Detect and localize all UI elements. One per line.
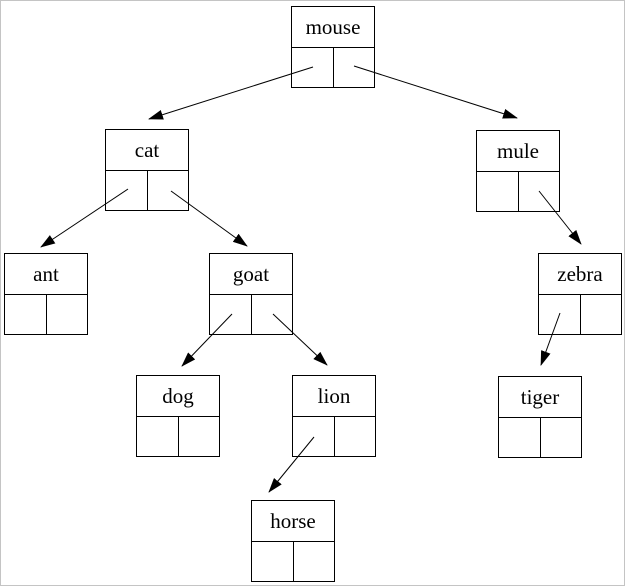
node-lion-pointers (293, 417, 375, 456)
node-zebra-right-pointer (581, 295, 622, 334)
node-ant-label: ant (5, 254, 87, 295)
node-tiger: tiger (498, 376, 582, 458)
node-dog-label: dog (137, 376, 219, 417)
node-goat: goat (209, 253, 293, 335)
node-horse-pointers (252, 542, 334, 581)
node-tiger-label: tiger (499, 377, 581, 418)
edge-mouse-mule (353, 65, 518, 119)
node-mouse-label: mouse (292, 7, 374, 48)
node-ant: ant (4, 253, 88, 335)
node-mule-right-pointer (519, 172, 560, 211)
node-dog-right-pointer (179, 417, 220, 456)
node-mule-left-pointer (477, 172, 519, 211)
node-lion-right-pointer (335, 417, 376, 456)
node-mouse: mouse (291, 6, 375, 88)
node-lion-label: lion (293, 376, 375, 417)
node-goat-pointers (210, 295, 292, 334)
node-cat-right-pointer (148, 171, 189, 210)
node-horse-right-pointer (294, 542, 335, 581)
node-mouse-right-pointer (334, 48, 375, 87)
node-mouse-pointers (292, 48, 374, 87)
node-horse-label: horse (252, 501, 334, 542)
node-goat-right-pointer (252, 295, 293, 334)
node-cat-pointers (106, 171, 188, 210)
node-dog: dog (136, 375, 220, 457)
node-horse-left-pointer (252, 542, 294, 581)
node-tiger-left-pointer (499, 418, 541, 457)
node-zebra-left-pointer (539, 295, 581, 334)
node-lion-left-pointer (293, 417, 335, 456)
node-zebra-label: zebra (539, 254, 621, 295)
edge-mouse-cat (148, 66, 314, 120)
node-ant-right-pointer (47, 295, 88, 334)
node-mule: mule (476, 130, 560, 212)
node-ant-left-pointer (5, 295, 47, 334)
node-ant-pointers (5, 295, 87, 334)
node-goat-left-pointer (210, 295, 252, 334)
node-mule-label: mule (477, 131, 559, 172)
node-zebra-pointers (539, 295, 621, 334)
node-cat-label: cat (106, 130, 188, 171)
node-tiger-right-pointer (541, 418, 582, 457)
node-mouse-left-pointer (292, 48, 334, 87)
node-tiger-pointers (499, 418, 581, 457)
node-dog-left-pointer (137, 417, 179, 456)
node-horse: horse (251, 500, 335, 582)
node-cat: cat (105, 129, 189, 211)
node-lion: lion (292, 375, 376, 457)
node-mule-pointers (477, 172, 559, 211)
node-goat-label: goat (210, 254, 292, 295)
node-dog-pointers (137, 417, 219, 456)
node-cat-left-pointer (106, 171, 148, 210)
node-zebra: zebra (538, 253, 622, 335)
